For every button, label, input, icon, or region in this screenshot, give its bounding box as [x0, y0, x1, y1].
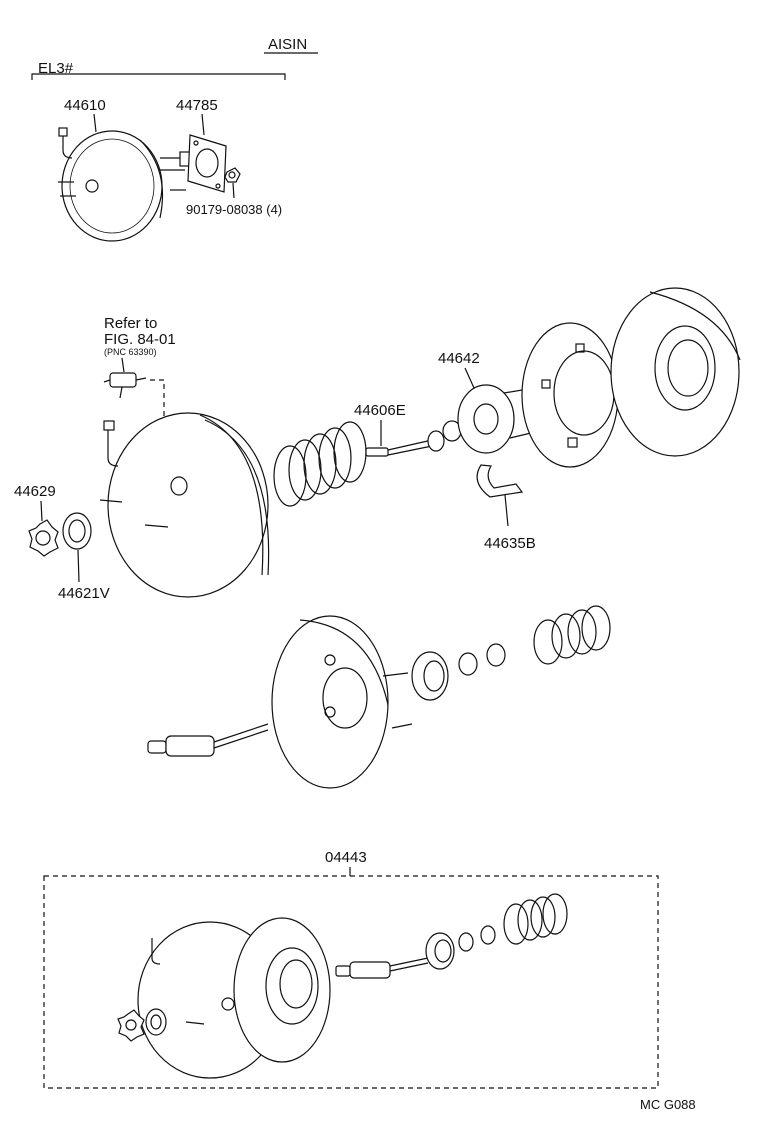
reference-line-2: FIG. 84-01: [104, 331, 176, 348]
kit-seal: [145, 1008, 167, 1036]
rear-shell-drawing: [271, 615, 413, 789]
reference-line-1: Refer to: [104, 315, 157, 332]
part-44629-drawing: [28, 519, 59, 557]
part-44606e-drawing: [365, 420, 462, 457]
diaphragm-plate-drawing: [521, 322, 619, 468]
booster-small-drawing: [58, 127, 193, 242]
brand-label: AISIN: [268, 36, 307, 53]
part-44621v-label: 44621V: [58, 585, 110, 602]
boot-drawing: [533, 605, 611, 665]
part-44635b-label: 44635B: [484, 535, 536, 552]
front-shell-drawing: [610, 287, 741, 457]
kit-label: 04443: [325, 849, 367, 866]
leader-44629: [40, 500, 43, 522]
kit-boot: [503, 893, 568, 945]
leader-44642: [464, 367, 475, 389]
footer-code: MC G088: [640, 1097, 696, 1112]
kit-seal-rings: [425, 925, 496, 970]
check-valve-drawing: [103, 372, 147, 399]
leader-44785: [201, 113, 205, 136]
leader-nut: [232, 182, 235, 199]
seal-rings-drawing: [411, 643, 506, 701]
reference-note: Refer to FIG. 84-01 (PNC 63390): [103, 315, 176, 498]
top-group: 44610 44785 90179-08038 (4): [58, 97, 282, 242]
variant-bracket: [31, 73, 286, 80]
part-nut-label: 90179-08038 (4): [186, 202, 282, 217]
kit-rod: [335, 957, 429, 979]
part-44610-label: 44610: [64, 97, 106, 114]
part-44785-label: 44785: [176, 97, 218, 114]
kit-star-washer: [117, 1009, 145, 1042]
reference-line-3: (PNC 63390): [104, 347, 157, 357]
part-44621v-drawing: [62, 512, 92, 550]
part-44606e-label: 44606E: [354, 402, 406, 419]
kit-dashed-box: [43, 875, 659, 1089]
part-44629-label: 44629: [14, 483, 56, 500]
diaphragm-spring-drawing: [273, 421, 367, 507]
leader-44610: [93, 113, 97, 133]
part-44642-label: 44642: [438, 350, 480, 367]
gasket-drawing: [187, 134, 227, 193]
variant-label: EL3#: [38, 60, 74, 77]
nut-drawing: [224, 167, 241, 183]
leader-44621v: [77, 549, 80, 583]
leader-44635b: [504, 494, 509, 527]
main-booster: [99, 412, 270, 598]
part-44635b-drawing: [476, 464, 524, 498]
kit-booster-drawing: [137, 917, 331, 1079]
kit-group: 04443: [43, 849, 659, 1089]
header: AISIN EL3#: [31, 36, 318, 80]
input-rod-drawing: [147, 723, 269, 757]
